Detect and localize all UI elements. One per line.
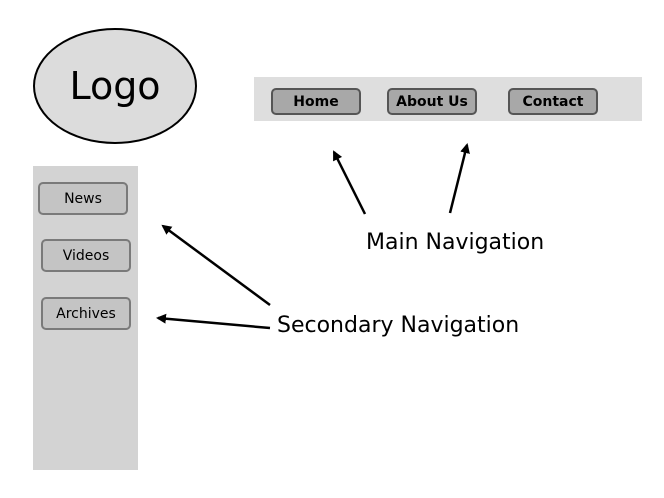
arrow-to-videos	[161, 224, 271, 307]
secondary-navigation-label: Secondary Navigation	[277, 313, 520, 338]
nav-button-contact[interactable]: Contact	[508, 88, 598, 115]
main-navigation-label: Main Navigation	[366, 230, 545, 255]
logo-text: Logo	[69, 64, 161, 108]
main-navigation-bar: Home About Us Contact	[254, 77, 642, 121]
arrow-to-home	[332, 150, 367, 215]
side-button-news[interactable]: News	[38, 182, 128, 215]
arrow-to-about-us	[448, 143, 470, 214]
nav-button-home[interactable]: Home	[271, 88, 361, 115]
nav-button-about-us[interactable]: About Us	[387, 88, 477, 115]
secondary-navigation-sidebar: News Videos Archives	[33, 166, 138, 470]
side-button-videos[interactable]: Videos	[41, 239, 131, 272]
logo-placeholder: Logo	[33, 28, 197, 144]
arrow-to-archives	[156, 313, 271, 330]
side-button-archives[interactable]: Archives	[41, 297, 131, 330]
